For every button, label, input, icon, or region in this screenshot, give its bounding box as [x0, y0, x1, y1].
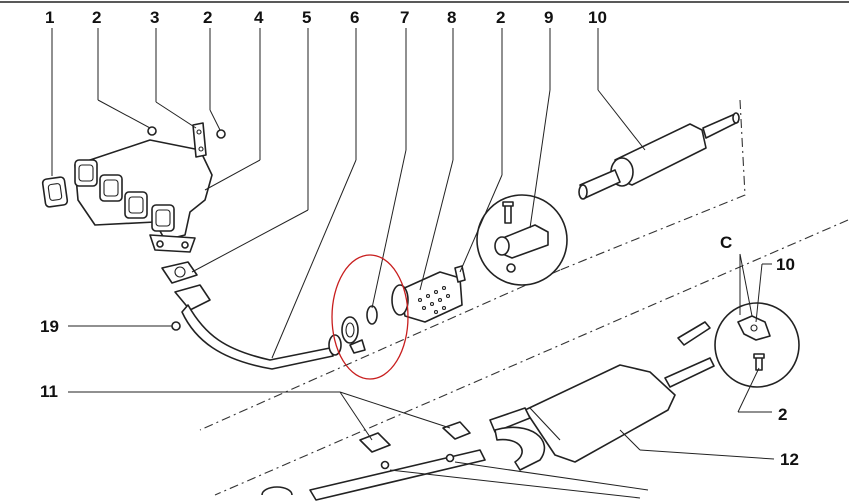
frame-line-middle	[199, 269, 561, 431]
label-part-10-detail: 10	[776, 255, 795, 274]
label-part-2-b: 2	[203, 8, 212, 27]
label-part-5: 5	[302, 8, 311, 27]
leader-lines	[51, 28, 775, 499]
label-part-12: 12	[780, 450, 799, 469]
label-part-10: 10	[588, 8, 607, 27]
label-part-8: 8	[447, 8, 456, 27]
label-part-9: 9	[544, 8, 553, 27]
nut-part-2-left	[147, 126, 157, 136]
label-part-7: 7	[400, 8, 409, 27]
detail-circle-c	[714, 302, 800, 388]
nut-part-2-right	[216, 129, 226, 139]
label-part-3: 3	[150, 8, 159, 27]
exhaust-manifold-part-4	[74, 139, 213, 253]
label-part-1: 1	[45, 8, 54, 27]
label-part-4: 4	[254, 8, 264, 27]
label-part-6: 6	[350, 8, 359, 27]
label-part-11: 11	[40, 382, 58, 401]
label-detail-c: C	[720, 233, 732, 252]
catalytic-converter-part-8	[391, 265, 466, 323]
nut-part-19	[171, 321, 181, 331]
label-part-2-c: 2	[496, 8, 505, 27]
part-labels: 1 2 3 2 4 5 6 7 8 2 9 10 C 10 2 19 11 12	[40, 8, 799, 469]
label-part-2-a: 2	[92, 8, 101, 27]
bolt-clamp-part-6	[349, 339, 366, 354]
label-part-19: 19	[40, 317, 59, 336]
front-pipe-part-6	[174, 284, 359, 370]
highlight-ellipse	[331, 254, 409, 380]
bracket-part-3	[192, 122, 207, 158]
frame-line-upper	[559, 99, 746, 271]
intermediate-pipe-lower	[261, 421, 486, 501]
rear-silencer-part-10	[578, 112, 740, 200]
gasket-part-1	[41, 176, 69, 208]
gasket-ring-part-7	[366, 305, 378, 325]
clamp-detail-part-9	[476, 194, 568, 286]
gasket-part-5	[161, 261, 198, 284]
rear-muffler-part-12	[489, 321, 715, 471]
label-part-2-detail: 2	[778, 405, 787, 424]
